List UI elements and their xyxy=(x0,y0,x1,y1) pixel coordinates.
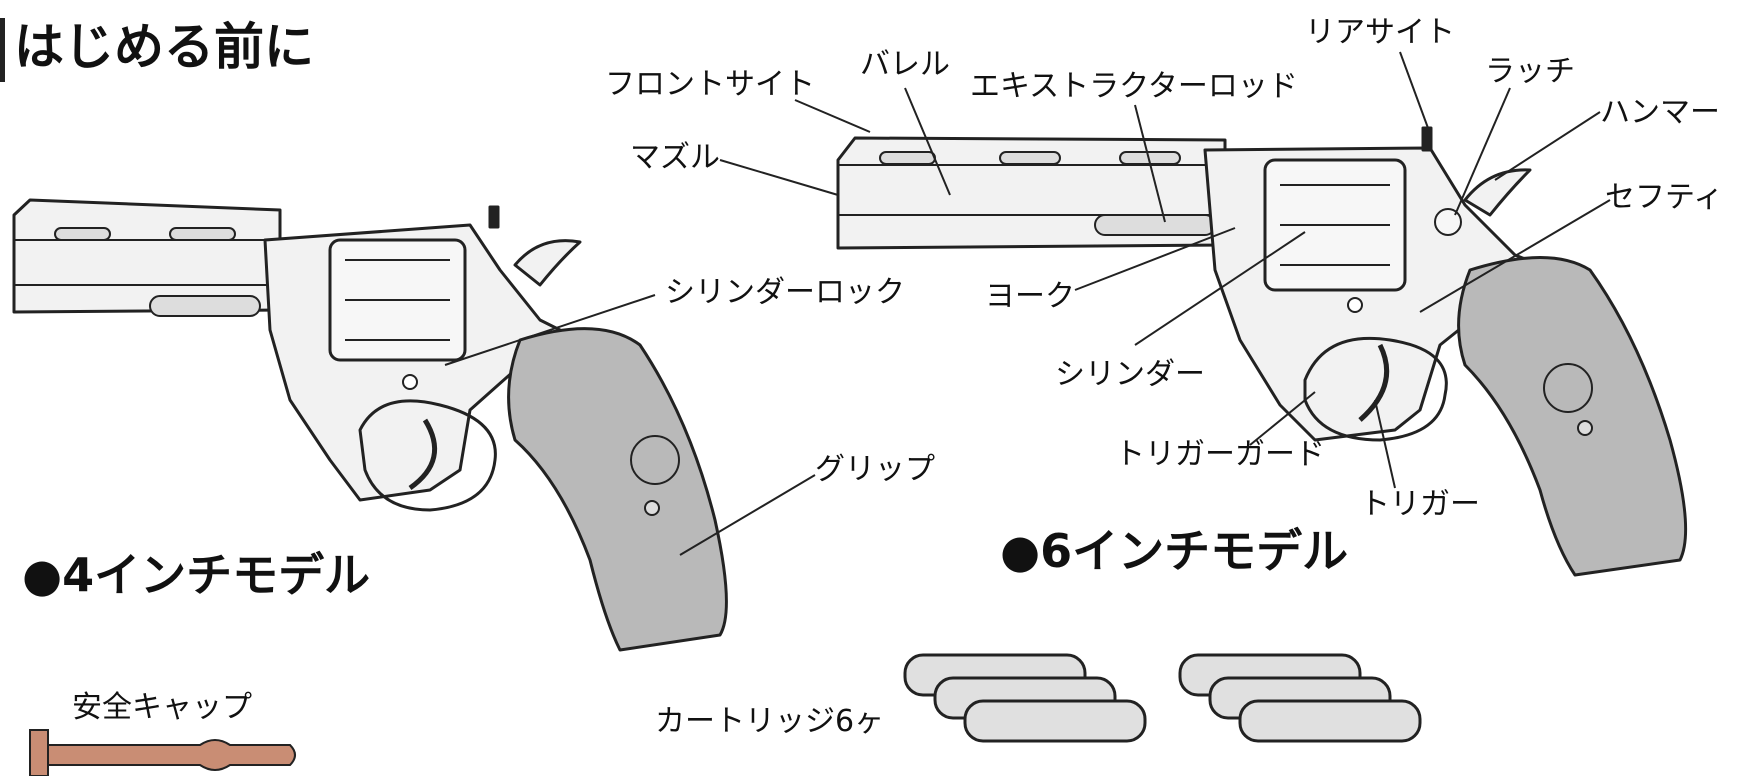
label-cartridges: カートリッジ6ヶ xyxy=(655,704,885,739)
label-rear-sight: リアサイト xyxy=(1305,15,1455,50)
leader-yoke xyxy=(1074,227,1236,291)
leader-extractor-rod xyxy=(1134,104,1166,223)
label-safety-cap: 安全キャップ xyxy=(72,690,252,725)
label-extractor-rod: エキストラクターロッド xyxy=(970,69,1298,104)
leader-safety xyxy=(1419,199,1611,313)
label-barrel: バレル xyxy=(860,47,950,82)
label-grip: グリップ xyxy=(815,452,935,487)
grip-6inch xyxy=(1457,256,1688,577)
cartridge xyxy=(963,699,1147,743)
leader-lines xyxy=(444,51,1611,556)
leader-cylinder xyxy=(1134,231,1306,346)
trigger-4inch xyxy=(408,418,438,491)
cartridge xyxy=(1238,699,1422,743)
leader-trigger-guard xyxy=(1249,391,1316,446)
label-front-sight: フロントサイト xyxy=(605,67,815,102)
leader-muzzle xyxy=(719,159,839,196)
trigger-guard-4inch xyxy=(358,399,497,512)
hammer-4inch xyxy=(513,239,582,287)
cartridges xyxy=(903,653,1422,743)
revolver-6inch xyxy=(836,126,1688,577)
leader-barrel xyxy=(904,87,951,196)
leader-rear-sight xyxy=(1399,51,1429,129)
page-title: はじめる前に xyxy=(14,18,314,76)
hammer-6inch xyxy=(1463,168,1532,217)
label-safety: セフティ xyxy=(1605,180,1724,215)
label-yoke: ヨーク xyxy=(985,279,1075,314)
label-hammer: ハンマー xyxy=(1600,95,1720,130)
grip-4inch xyxy=(507,327,728,652)
label-cylinder-lock: シリンダーロック xyxy=(665,275,905,310)
safety-cap xyxy=(29,729,296,776)
label-muzzle: マズル xyxy=(630,140,720,175)
model-6inch-label: ●6インチモデル xyxy=(1000,524,1349,578)
leader-trigger xyxy=(1374,399,1396,489)
leader-hammer xyxy=(1494,111,1601,181)
revolver-4inch xyxy=(12,198,728,652)
title-bar xyxy=(0,18,5,82)
label-latch: ラッチ xyxy=(1485,54,1575,89)
label-cylinder: シリンダー xyxy=(1055,357,1205,392)
leader-cylinder-lock xyxy=(444,294,656,366)
trigger-guard-6inch xyxy=(1303,336,1448,442)
leader-latch xyxy=(1454,87,1511,216)
cartridge-group-left xyxy=(903,653,1147,743)
cartridge-group-right xyxy=(1178,653,1422,743)
trigger-6inch xyxy=(1358,343,1390,422)
leader-grip xyxy=(679,474,816,556)
model-4inch-label: ●4インチモデル xyxy=(22,548,371,602)
leader-front-sight xyxy=(794,99,871,133)
label-trigger: トリガー xyxy=(1360,487,1480,522)
label-trigger-guard: トリガーガード xyxy=(1115,437,1325,472)
